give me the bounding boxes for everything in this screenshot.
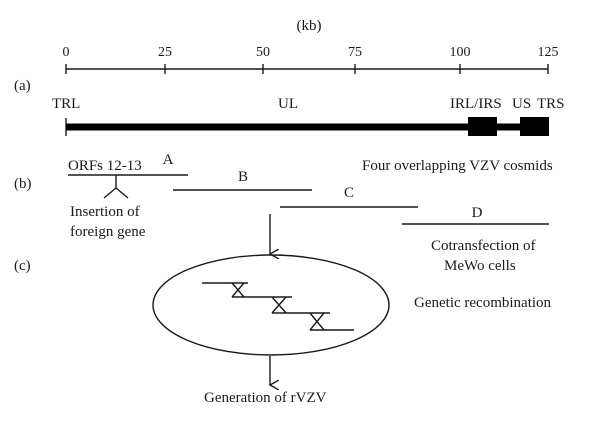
scale-unit-label: (kb) [297, 18, 322, 34]
insertion-label-line2: foreign gene [70, 224, 146, 240]
insertion-marker [103, 175, 129, 199]
recombination-label: Genetic recombination [414, 295, 552, 311]
genome-label-ul: UL [278, 96, 298, 112]
genome-repeat-block-irl-irs [468, 117, 497, 136]
scale-tick-label-75: 75 [348, 45, 362, 60]
scale-ticks [65, 64, 549, 74]
generation-label: Generation of rVZV [204, 390, 327, 406]
scale-tick-label-25: 25 [158, 45, 172, 60]
cosmid-label-d: D [472, 205, 483, 221]
recombination-diagram [202, 282, 354, 331]
insertion-label-line1: Insertion of [70, 204, 140, 220]
genome-label-us: US [512, 96, 531, 112]
genome-label-trs: TRS [537, 96, 565, 112]
scale-tick-label-100: 100 [450, 45, 471, 60]
scale-tick-label-50: 50 [256, 45, 270, 60]
panel-label-c: (c) [14, 258, 31, 274]
cosmids-title: Four overlapping VZV cosmids [362, 158, 553, 174]
genome-repeat-block-trs [520, 117, 549, 136]
cosmid-label-a: A [163, 152, 174, 168]
scale-tick-label-0: 0 [63, 45, 70, 60]
cotransfection-label-line2: MeWo cells [444, 258, 516, 274]
cosmid-label-b: B [238, 169, 248, 185]
panel-label-b: (b) [14, 176, 32, 192]
scale-tick-label-125: 125 [538, 45, 559, 60]
genome-label-irl-irs: IRL/IRS [450, 96, 502, 112]
mewo-cell-ellipse [152, 254, 390, 356]
orfs-label: ORFs 12-13 [68, 158, 142, 174]
genome-label-trl: TRL [52, 96, 80, 112]
panel-label-a: (a) [14, 78, 31, 94]
cotransfection-label-line1: Cotransfection of [431, 238, 536, 254]
cosmid-label-c: C [344, 185, 354, 201]
